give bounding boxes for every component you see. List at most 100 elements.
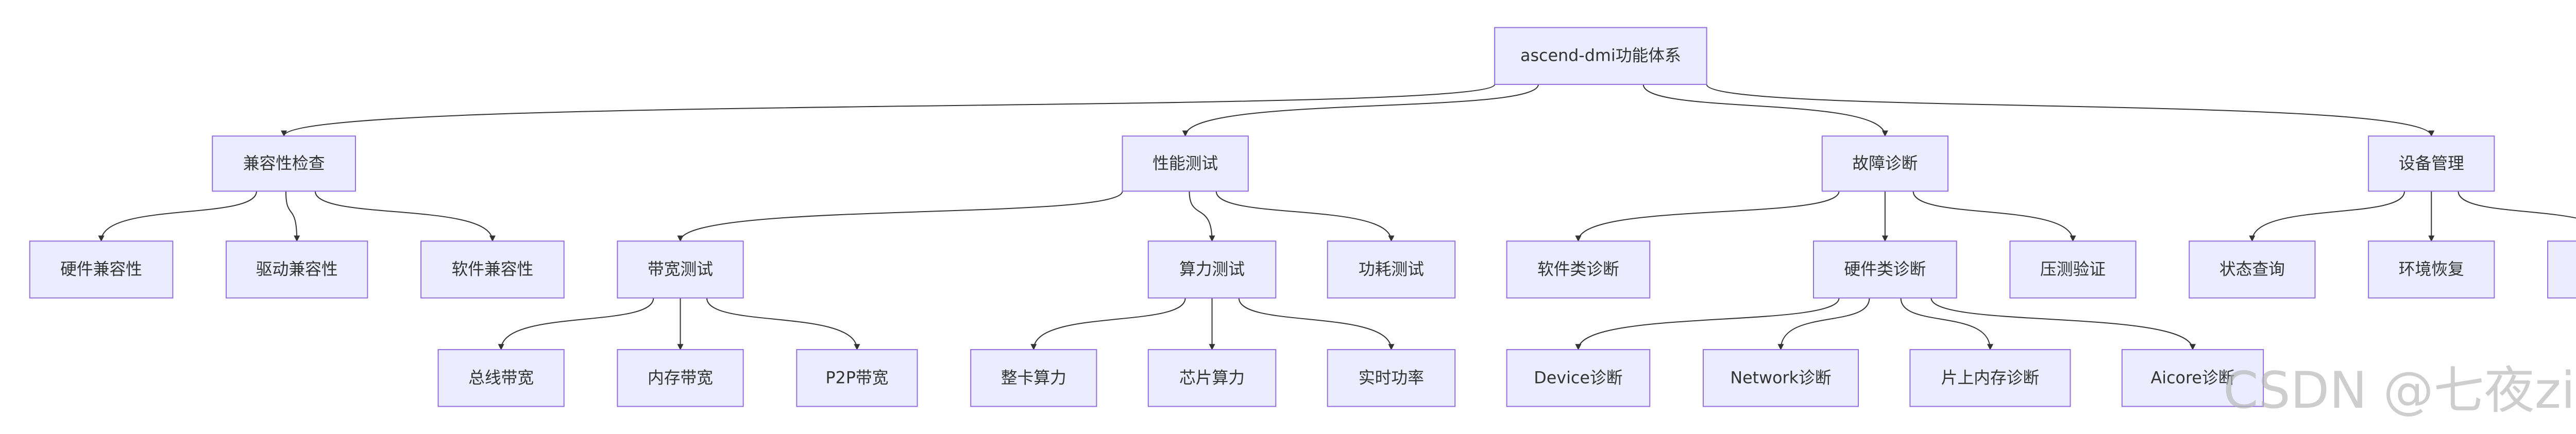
node-mgmt: 设备管理 [2368, 135, 2495, 192]
edge-hwdiag-aicdiag [1930, 298, 2196, 351]
node-box [1494, 27, 1707, 85]
node-box [1147, 240, 1277, 299]
node-box [2121, 349, 2264, 407]
node-box [2547, 240, 2576, 299]
edge-bw-p2pbw [706, 298, 860, 351]
node-compute: 算力测试 [1147, 240, 1277, 299]
node-chipcomp: 芯片算力 [1147, 349, 1277, 407]
edge-perf-compute [1189, 191, 1215, 242]
node-label: 整卡算力 [1001, 369, 1066, 387]
node-label: 总线带宽 [468, 369, 534, 387]
node-box [970, 349, 1097, 407]
node-box [1813, 240, 1957, 299]
node-box [1327, 349, 1456, 407]
node-box [1506, 240, 1651, 299]
node-signal: 信号测试 [2547, 240, 2576, 299]
edge-root-perf [1182, 84, 1539, 137]
node-compat: 兼容性检查 [212, 135, 356, 192]
edge-hwdiag-netdiag [1777, 298, 1870, 351]
edge-compute-cardcomp [1030, 298, 1186, 351]
edge-compute-rtpower [1238, 298, 1395, 351]
node-label: 设备管理 [2399, 154, 2464, 173]
node-power: 功耗测试 [1327, 240, 1456, 299]
edge-root-diag [1642, 84, 1888, 137]
node-label: 软件兼容性 [451, 261, 533, 279]
node-label: 功耗测试 [1359, 261, 1424, 279]
node-box [226, 240, 368, 299]
node-box [2189, 240, 2316, 299]
node-rtpower: 实时功率 [1327, 349, 1456, 407]
node-label: 算力测试 [1179, 261, 1245, 279]
node-box [437, 349, 565, 407]
node-box [2368, 135, 2495, 192]
node-label: 片上内存诊断 [1941, 369, 2040, 387]
node-label: 硬件兼容性 [60, 261, 142, 279]
node-box [1506, 349, 1651, 407]
edge-root-compat [281, 84, 1496, 137]
node-diag: 故障诊断 [1821, 135, 1948, 192]
node-label: 驱动兼容性 [256, 261, 338, 279]
node-label: 状态查询 [2219, 261, 2285, 279]
node-box [420, 240, 565, 299]
node-cardcomp: 整卡算力 [970, 349, 1097, 407]
node-box [796, 349, 918, 407]
node-label: P2P带宽 [825, 369, 888, 387]
node-label: 内存带宽 [648, 369, 713, 387]
node-p2pbw: P2P带宽 [796, 349, 918, 407]
node-status: 状态查询 [2189, 240, 2316, 299]
edge-bw-busbw [498, 298, 654, 351]
node-hwdiag: 硬件类诊断 [1813, 240, 1957, 299]
node-netdiag: Network诊断 [1702, 349, 1859, 407]
node-label: 环境恢复 [2399, 261, 2464, 279]
node-box [617, 240, 744, 299]
node-swcompat: 软件兼容性 [420, 240, 565, 299]
edge-compat-drvcompat [285, 191, 300, 242]
node-label: 实时功率 [1359, 369, 1424, 387]
node-label: 软件类诊断 [1537, 261, 1619, 279]
edge-diag-stress [1912, 191, 2076, 242]
node-perf: 性能测试 [1122, 135, 1249, 192]
node-label: 硬件类诊断 [1844, 261, 1926, 279]
edge-diag-swdiag [1575, 191, 1840, 242]
node-box [1147, 349, 1277, 407]
node-hbmdiag: 片上内存诊断 [1909, 349, 2071, 407]
node-hwcompat: 硬件兼容性 [29, 240, 174, 299]
edge-compat-swcompat [314, 191, 496, 242]
node-box [1702, 349, 1859, 407]
node-label: ascend-dmi功能体系 [1520, 47, 1681, 65]
node-aicdiag: Aicore诊断 [2121, 349, 2264, 407]
node-box [1327, 240, 1456, 299]
node-box [1909, 349, 2071, 407]
node-stress: 压测验证 [2009, 240, 2137, 299]
edge-mgmt-status [2249, 191, 2405, 242]
edge-compat-hwcompat [98, 191, 257, 242]
node-busbw: 总线带宽 [437, 349, 565, 407]
edge-mgmt-signal [2458, 191, 2576, 219]
node-label: Device诊断 [1534, 369, 1622, 387]
edge-perf-bw [677, 191, 1123, 242]
edge-hwdiag-hbmdiag [1900, 298, 1993, 351]
node-box [617, 349, 744, 407]
node-root: ascend-dmi功能体系 [1494, 27, 1707, 85]
node-envrec: 环境恢复 [2368, 240, 2495, 299]
edge-perf-power [1215, 191, 1395, 242]
node-box [2368, 240, 2495, 299]
node-bw: 带宽测试 [617, 240, 744, 299]
node-box [29, 240, 174, 299]
node-swdiag: 软件类诊断 [1506, 240, 1651, 299]
node-label: 兼容性检查 [243, 154, 325, 173]
node-label: Aicore诊断 [2151, 369, 2235, 387]
node-box [212, 135, 356, 192]
edge-root-mgmt [1706, 84, 2435, 137]
node-label: 芯片算力 [1179, 369, 1245, 387]
node-box [1821, 135, 1948, 192]
watermark: CSDN @七夜zippoe [2223, 361, 2576, 420]
node-label: 压测验证 [2040, 261, 2106, 279]
node-box [2009, 240, 2137, 299]
node-box [1122, 135, 1249, 192]
node-drvcompat: 驱动兼容性 [226, 240, 368, 299]
node-label: 带宽测试 [648, 261, 713, 279]
node-label: 性能测试 [1153, 154, 1218, 173]
node-membw: 内存带宽 [617, 349, 744, 407]
